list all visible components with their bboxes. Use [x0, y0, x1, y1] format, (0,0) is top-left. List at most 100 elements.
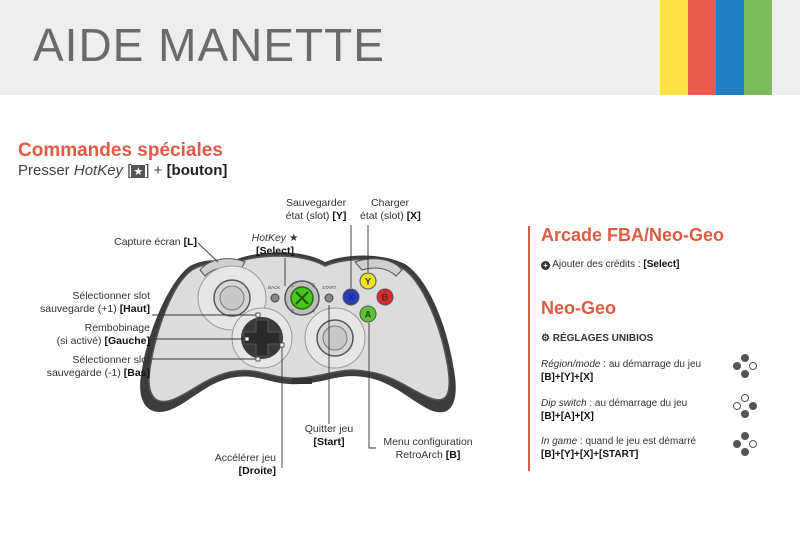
- combo-dot-top: [741, 432, 749, 440]
- combo-dot-left: [733, 440, 741, 448]
- credits-text: Ajouter des crédits :: [552, 259, 641, 270]
- page-title: AIDE MANETTE: [33, 19, 385, 71]
- svg-text:1: 1: [291, 283, 294, 289]
- unibios-row-region: Région/mode : au démarrage du jeu [B]+[Y…: [541, 358, 701, 384]
- subtitle-bracket: [: [127, 162, 132, 179]
- label-save-state-key: [Y]: [332, 210, 347, 222]
- subtitle-instruction: Presser HotKey [★] + [bouton]: [18, 162, 227, 179]
- expansion-port: [292, 378, 312, 384]
- unibios-heading: ⚙ RÉGLAGES UNIBIOS: [541, 332, 653, 345]
- label-hotkey: HotKey ★ [Select]: [240, 232, 310, 258]
- label-select-slot-down-key: [Bas]: [123, 367, 150, 379]
- leader-end-markers: [244, 312, 285, 362]
- star-icon: ★: [131, 165, 146, 178]
- label-load-state-line2: état (slot): [360, 210, 404, 222]
- combo-dot-bottom: [741, 448, 749, 456]
- guide-x-mark: [295, 291, 309, 305]
- start-button: [324, 293, 334, 303]
- x-button: [342, 288, 360, 306]
- unibios-row-ingame-keys: [B]+[Y]+[X]+[START]: [541, 449, 639, 460]
- start-label: START: [322, 285, 337, 290]
- stripe-green: [744, 0, 772, 95]
- right-stick-cap: [322, 325, 348, 351]
- button-combo-icon-dipswitch: [733, 394, 773, 428]
- label-rewind-line2: (si activé): [56, 335, 102, 347]
- label-screenshot-text: Capture écran: [114, 236, 181, 248]
- svg-text:2: 2: [312, 283, 315, 289]
- label-hotkey-text: HotKey: [251, 232, 287, 244]
- unibios-row-region-mode: Région/mode: [541, 359, 601, 370]
- label-retroarch-menu-line1: Menu configuration: [383, 436, 473, 448]
- dpad-cross: [243, 319, 281, 357]
- combo-dot-right: [749, 440, 757, 448]
- plus-circle-icon: +: [541, 261, 550, 270]
- combo-dot-left: [733, 362, 741, 370]
- back-button: [270, 293, 280, 303]
- right-bumper: [354, 258, 403, 277]
- label-quit-game-key: [Start]: [313, 436, 345, 448]
- label-select-slot-up-key: [Haut]: [119, 303, 151, 315]
- label-rewind: Rembobinage (si activé) [Gauche]: [40, 322, 150, 348]
- b-button-letter: B: [382, 293, 389, 303]
- label-save-state: Sauvegarder état (slot) [Y]: [281, 197, 351, 223]
- label-rewind-line1: Rembobinage: [84, 322, 150, 334]
- label-fast-forward-key: [Droite]: [238, 465, 276, 477]
- label-retroarch-menu-line2: RetroArch: [395, 449, 443, 461]
- combo-dot-top: [741, 394, 749, 402]
- back-label: BACK: [268, 285, 280, 290]
- label-load-state: Charger état (slot) [X]: [360, 197, 421, 223]
- combo-dot-left: [733, 402, 741, 410]
- a-button-letter: A: [365, 310, 372, 320]
- unibios-row-dipswitch-keys: [B]+[A]+[X]: [541, 411, 594, 422]
- label-select-slot-down: Sélectionner slot sauvegarde (-1) [Bas]: [40, 354, 150, 380]
- label-screenshot-key: [L]: [183, 236, 197, 248]
- label-select-slot-down-line1: Sélectionner slot: [72, 354, 150, 366]
- combo-dot-right: [749, 362, 757, 370]
- label-select-slot-up: Sélectionner slot sauvegarde (+1) [Haut]: [40, 290, 150, 316]
- label-quit-game: Quitter jeu [Start]: [297, 423, 361, 449]
- subtitle-plus: ] +: [145, 162, 163, 179]
- combo-dot-top: [741, 354, 749, 362]
- section-title-commands: Commandes spéciales: [18, 140, 223, 161]
- section-title-neogeo: Neo-Geo: [541, 298, 617, 318]
- combo-dot-right: [749, 402, 757, 410]
- b-button: [376, 288, 394, 306]
- stripe-red: [688, 0, 716, 95]
- unibios-title: RÉGLAGES UNIBIOS: [552, 333, 654, 344]
- label-save-state-line1: Sauvegarder: [285, 197, 347, 209]
- svg-text:3: 3: [291, 309, 294, 315]
- unibios-row-dipswitch: Dip switch : au démarrage du jeu [B]+[A]…: [541, 397, 687, 423]
- subtitle-hotkey: HotKey: [73, 162, 124, 179]
- label-screenshot: Capture écran [L]: [92, 236, 197, 249]
- label-load-state-line1: Charger: [371, 197, 409, 209]
- unibios-row-region-keys: [B]+[Y]+[X]: [541, 372, 594, 383]
- button-combo-icon-region: [733, 354, 773, 388]
- label-retroarch-menu: Menu configuration RetroArch [B]: [376, 436, 480, 462]
- subtitle-bouton: [bouton]: [166, 162, 228, 179]
- credits-key: [Select]: [643, 259, 680, 270]
- gears-icon: ⚙: [541, 333, 550, 344]
- button-combo-icon-ingame: [733, 432, 773, 466]
- y-button: [359, 272, 377, 290]
- section-title-arcade: Arcade FBA/Neo-Geo: [541, 225, 725, 245]
- label-fast-forward: Accélérer jeu [Droite]: [196, 452, 276, 478]
- stripe-yellow: [660, 0, 688, 95]
- combo-dot-bottom: [741, 410, 749, 418]
- left-stick-cap: [219, 285, 245, 311]
- star-icon: ★: [288, 232, 299, 244]
- unibios-row-ingame-mode: In game: [541, 436, 578, 447]
- leader-lines: [152, 225, 376, 468]
- label-hotkey-key: [Select]: [256, 245, 294, 257]
- combo-dot-bottom: [741, 370, 749, 378]
- stripe-blue: [716, 0, 744, 95]
- label-select-slot-up-line1: Sélectionner slot: [72, 290, 150, 302]
- svg-text:4: 4: [312, 309, 315, 315]
- label-save-state-line2: état (slot): [285, 210, 330, 222]
- label-quit-game-text: Quitter jeu: [304, 423, 354, 435]
- credits-row: + Ajouter des crédits : [Select]: [541, 258, 680, 271]
- label-load-state-key: [X]: [406, 210, 421, 222]
- unibios-row-ingame-desc: : quand le jeu est démarré: [579, 436, 697, 447]
- subtitle-presser: Presser: [18, 162, 70, 179]
- label-select-slot-up-line2: sauvegarde (+1): [40, 303, 117, 315]
